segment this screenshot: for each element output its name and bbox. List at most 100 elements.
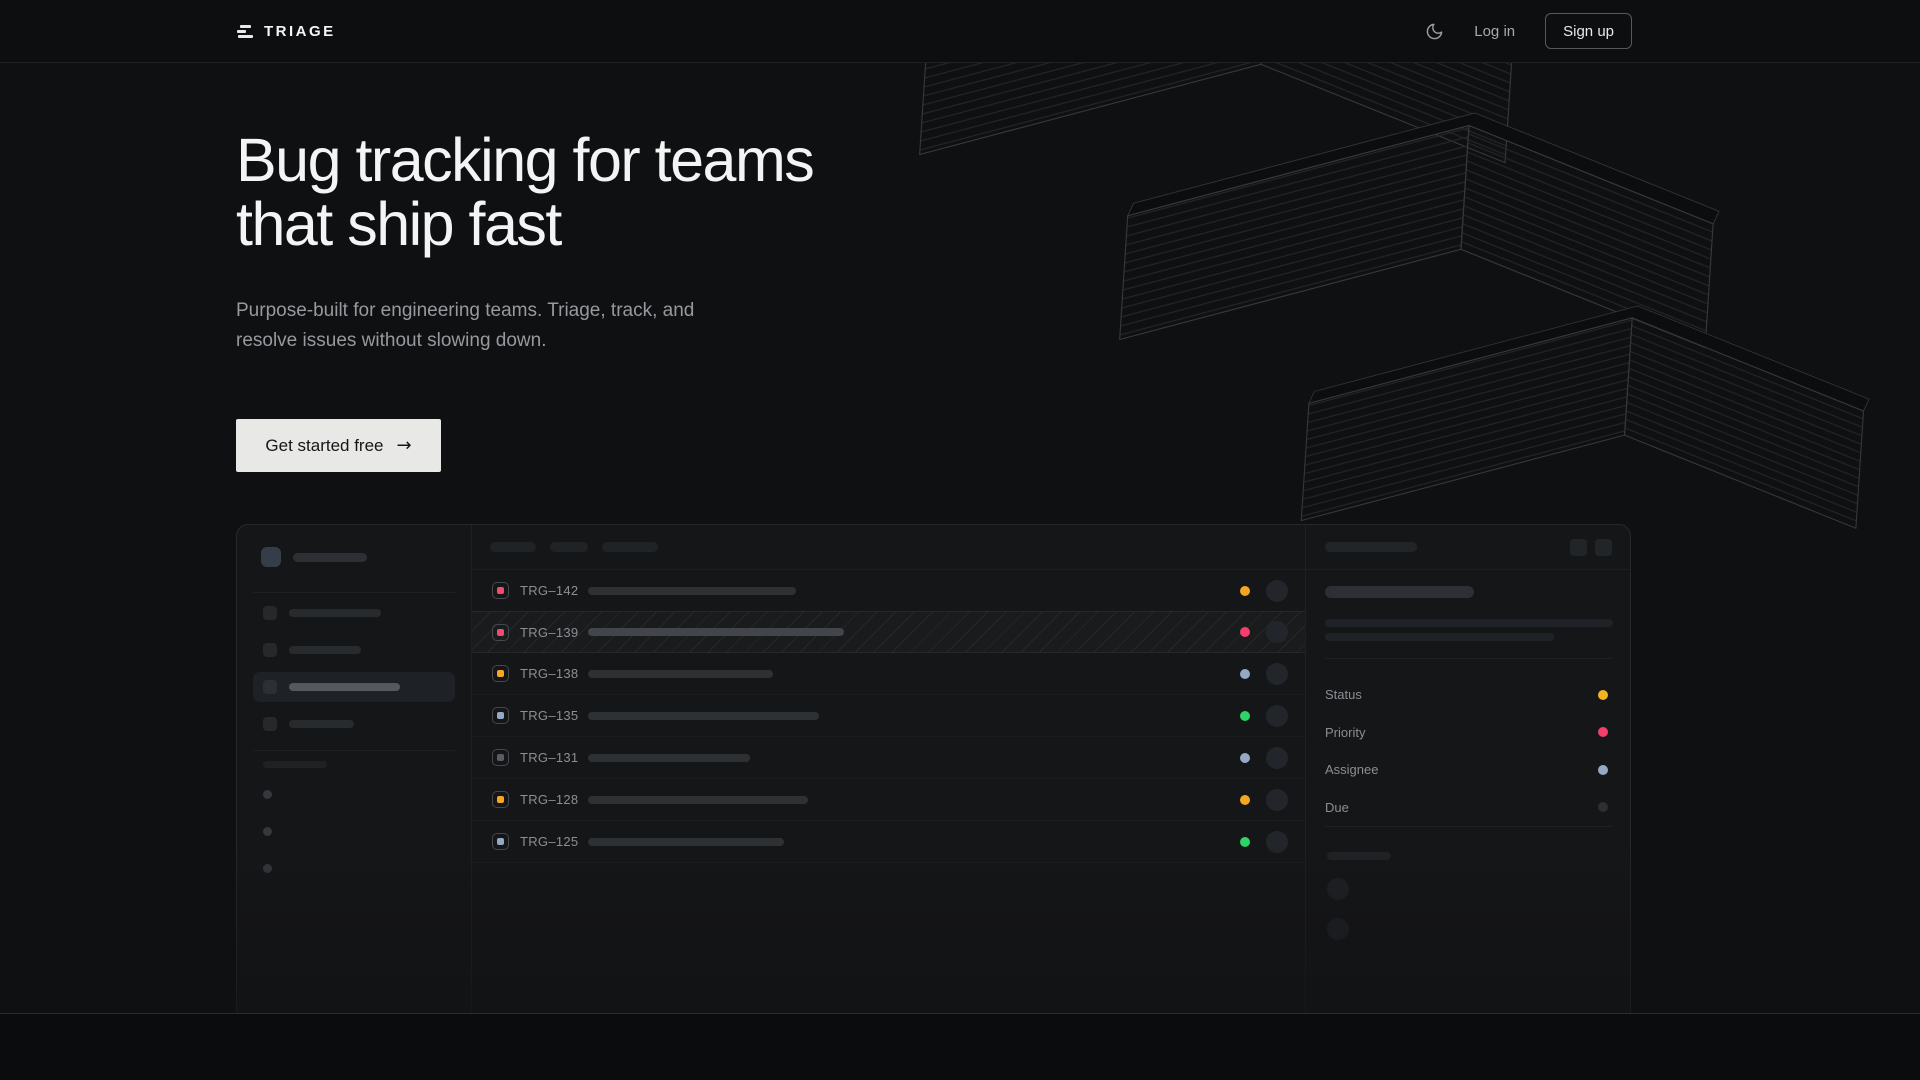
login-link[interactable]: Log in [1474,22,1516,40]
status-dot [1240,668,1250,679]
arrow-right-icon: → [396,435,412,456]
nav-item-icon [263,680,277,694]
issue-list-header [472,525,1305,570]
field-label: Status [1325,687,1362,703]
signup-button[interactable]: Sign up [1545,13,1632,49]
issue-id: TRG–131 [520,750,579,765]
filter-tab-skeleton [550,542,588,552]
detail-action-button-skeleton [1595,539,1612,556]
status-dot [1240,585,1250,596]
detail-title-skeleton [1325,586,1474,598]
hero-subtitle: Purpose-built for engineering teams. Tri… [236,296,813,356]
navbar: TRIAGE Log in Sign up [0,0,1920,63]
issue-row: TRG–135 [472,695,1305,737]
issue-rows: TRG–142 TRG–139 TRG–138 [472,570,1305,863]
issue-title-skeleton [588,669,773,678]
field-value-dot [1598,764,1608,775]
issue-type-icon [492,665,509,682]
sidebar-list-dot [263,864,272,873]
issue-id: TRG–125 [520,834,579,849]
issue-title-skeleton [588,837,784,846]
workspace-name-skeleton [293,552,367,562]
activity-avatar-skeleton [1327,878,1349,900]
issue-row: TRG–142 [472,570,1305,612]
mockup-detail-pane: Status Priority Assignee Due [1306,525,1630,1013]
sidebar-nav-item-active [253,672,455,702]
theme-toggle-button[interactable] [1424,21,1444,41]
nav-item-icon [263,606,277,620]
detail-body-skeleton [1325,633,1554,641]
nav-item-label-skeleton [289,683,400,691]
status-dot [1240,627,1250,637]
detail-field: Due [1325,789,1611,827]
detail-breadcrumb-skeleton [1325,542,1417,552]
hero-title: Bug tracking for teams that ship fast [236,126,815,258]
assignee-avatar [1266,662,1288,685]
activity-avatar-skeleton [1327,918,1349,940]
sidebar-nav-item [253,598,455,628]
issue-type-icon [492,833,509,850]
workspace-avatar [261,547,281,567]
field-value-dot [1598,802,1608,813]
brand-name: TRIAGE [264,22,336,40]
issue-id: TRG–139 [520,624,579,640]
status-dot [1240,794,1250,805]
issue-row: TRG–138 [472,653,1305,695]
field-value-dot [1598,689,1608,700]
hero-subtitle-line2: resolve issues without slowing down. [236,330,547,351]
sidebar-divider [253,750,455,751]
issue-title-skeleton [588,711,819,720]
field-label: Assignee [1325,762,1379,778]
filter-tab-skeleton [602,542,658,552]
mockup-sidebar [237,525,472,1013]
issue-id: TRG–128 [520,792,579,807]
detail-divider [1325,826,1613,827]
footer [0,1013,1920,1080]
nav-item-label-skeleton [289,720,354,728]
sidebar-section-label-skeleton [263,761,327,768]
sidebar-nav-item [253,635,455,665]
field-label: Priority [1325,724,1366,740]
hero-title-line2: that ship fast [236,190,562,258]
moon-icon [1426,23,1443,39]
navbar-actions: Log in Sign up [1424,13,1632,49]
issue-type-icon [492,582,509,599]
sidebar-divider [253,592,455,593]
issue-title-skeleton [588,628,844,636]
detail-fields: Status Priority Assignee Due [1325,676,1611,826]
mockup-workspace-switcher [261,547,367,567]
assignee-avatar [1266,830,1288,853]
issue-type-icon [492,624,509,641]
status-dot [1240,752,1250,763]
assignee-avatar [1266,746,1288,769]
detail-field: Status [1325,676,1611,714]
issue-id: TRG–138 [520,666,579,681]
assignee-avatar [1266,621,1288,643]
issue-type-icon [492,749,509,766]
detail-body-skeleton [1325,619,1613,627]
assignee-avatar [1266,788,1288,811]
issue-row-selected: TRG–139 [472,611,1305,653]
mockup-issue-list: TRG–142 TRG–139 TRG–138 [472,525,1306,1013]
nav-item-icon [263,717,277,731]
hero-title-line1: Bug tracking for teams [236,126,815,194]
brand-logo[interactable]: TRIAGE [236,23,336,40]
status-dot [1240,710,1250,721]
assignee-avatar [1266,704,1288,727]
field-label: Due [1325,799,1349,815]
get-started-button[interactable]: Get started free → [236,419,441,472]
detail-field: Assignee [1325,751,1611,789]
sidebar-nav [253,598,455,746]
get-started-label: Get started free [265,435,384,455]
issue-title-skeleton [588,795,808,804]
issue-id: TRG–135 [520,708,579,723]
detail-action-button-skeleton [1570,539,1587,556]
status-dot [1240,836,1250,847]
issue-title-skeleton [588,753,750,762]
field-value-dot [1598,727,1608,738]
sidebar-list-dot [263,790,272,799]
app-mockup: TRG–142 TRG–139 TRG–138 [236,524,1631,1013]
sidebar-nav-item [253,709,455,739]
issue-row: TRG–128 [472,779,1305,821]
